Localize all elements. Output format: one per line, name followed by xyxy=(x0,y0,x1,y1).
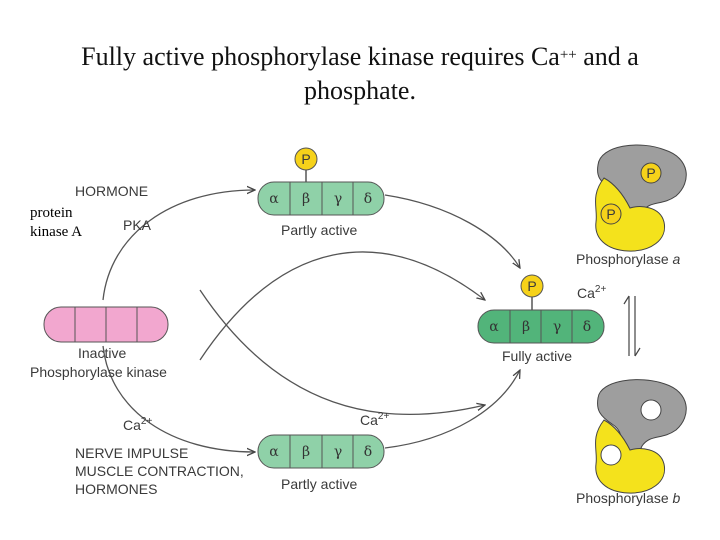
phosphate-label: P xyxy=(606,206,615,222)
label-pka: PKA xyxy=(123,217,152,233)
subunit-gamma: γ xyxy=(553,319,561,335)
label-muscle-contraction: MUSCLE CONTRACTION, xyxy=(75,463,244,479)
label-nerve-impulse: NERVE IMPULSE xyxy=(75,445,188,461)
arrow-cross-2 xyxy=(199,289,485,416)
label-phosphorylase-a: Phosphorylase a xyxy=(576,251,681,267)
label-hormone: HORMONE xyxy=(75,183,148,199)
subunit-delta: δ xyxy=(364,444,372,460)
subunit-alpha: α xyxy=(269,191,279,207)
label-fully-active: Fully active xyxy=(502,348,572,364)
subunit-beta: β xyxy=(522,319,530,335)
subunit-gamma: γ xyxy=(334,444,342,460)
pathway-arrows xyxy=(102,190,520,452)
subunit-gamma: γ xyxy=(334,191,342,207)
title-line1-text: Fully active phosphorylase kinase requir… xyxy=(81,42,560,71)
phosphate-icon xyxy=(294,147,318,171)
label-partly-active-top: Partly active xyxy=(281,222,357,238)
fully-active-kinase: P α β γ δ xyxy=(477,274,605,344)
title-line1-end: and a xyxy=(576,42,639,71)
label-partly-active-bottom: Partly active xyxy=(281,476,357,492)
phosphorylase-b-enzyme-icon xyxy=(595,379,687,494)
phosphate-icon xyxy=(520,274,544,298)
phosphate-label: P xyxy=(527,278,536,294)
note-line2: kinase A xyxy=(30,224,83,240)
arrow-inactive-to-top-partly xyxy=(102,190,255,301)
inactive-phosphorylase-kinase xyxy=(43,306,169,343)
subunit-alpha: α xyxy=(489,319,499,335)
label-phosphorylase-kinase: Phosphorylase kinase xyxy=(30,364,167,380)
top-partly-active-kinase: P α β γ δ xyxy=(257,147,385,216)
arrow-top-partly-to-fully xyxy=(384,194,520,268)
label-ca-left: Ca2+ xyxy=(123,416,152,433)
label-hormones: HORMONES xyxy=(75,481,157,497)
subunit-delta: δ xyxy=(583,319,591,335)
subunit-delta: δ xyxy=(364,191,372,207)
title-superscript: ++ xyxy=(559,47,577,63)
subunit-alpha: α xyxy=(269,444,279,460)
label-ca-fully: Ca2+ xyxy=(577,284,606,301)
arrow-bottom-partly-to-fully xyxy=(384,370,520,449)
note-line1: protein xyxy=(30,205,73,221)
slide-title: Fully active phosphorylase kinase requir… xyxy=(0,40,720,108)
protein-kinase-note: protein kinase A xyxy=(30,204,82,242)
arrow-inactive-to-bottom-partly xyxy=(102,345,255,452)
bottom-partly-active-kinase: α β γ δ xyxy=(257,434,385,469)
label-phosphorylase-b: Phosphorylase b xyxy=(576,490,681,506)
equilibrium-arrows xyxy=(623,295,641,357)
phosphate-label: P xyxy=(646,165,655,181)
title-line2: phosphate. xyxy=(304,76,416,105)
phosphorylase-a-enzyme-icon xyxy=(595,144,687,252)
subunit-beta: β xyxy=(302,444,310,460)
phosphate-label: P xyxy=(301,151,310,167)
label-ca-bottom-partly: Ca2+ xyxy=(360,411,389,428)
subunit-beta: β xyxy=(302,191,310,207)
arrow-cross-1 xyxy=(199,251,485,361)
label-inactive: Inactive xyxy=(78,345,126,361)
